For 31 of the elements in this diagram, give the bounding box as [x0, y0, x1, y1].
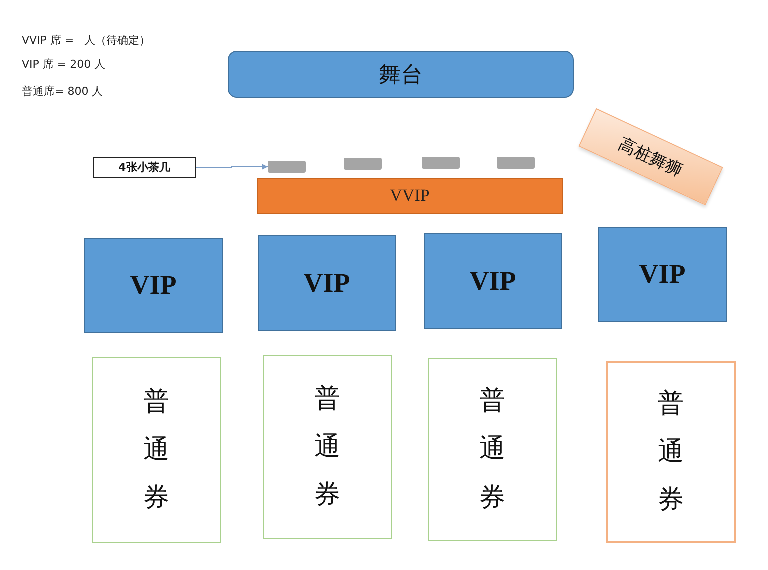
- zone-label: VVIP: [390, 186, 430, 206]
- seat-count-note: 普通席= 800 人: [22, 84, 104, 99]
- stage-label: 舞台: [379, 62, 423, 90]
- seat-label: 普通券: [658, 388, 684, 516]
- vvip-zone: [257, 178, 563, 214]
- arrow: [196, 164, 268, 170]
- seating-zone: [92, 357, 221, 543]
- coffee-table-block: [422, 157, 460, 169]
- seating-zone: [606, 361, 736, 543]
- seat-count-note: VVIP 席 = 人（待确定）: [22, 33, 151, 48]
- coffee-table-block: [497, 157, 535, 169]
- vip-zone: [598, 227, 727, 322]
- coffee-table-block: [268, 161, 306, 173]
- vip-zone: [424, 233, 562, 329]
- zone-label: VIP: [639, 259, 686, 290]
- note-text: 4张小茶几: [118, 160, 170, 175]
- note-box: [93, 157, 196, 178]
- seat-label: 普通券: [480, 385, 506, 514]
- seating-zone: [428, 358, 557, 541]
- seat-label: 普通券: [144, 386, 170, 514]
- zone-label: VIP: [130, 270, 177, 301]
- lion-dance-label: 高桩舞狮: [615, 133, 687, 182]
- seating-zone: [263, 355, 392, 539]
- coffee-table-block: [344, 158, 382, 170]
- stage-block: [228, 51, 574, 98]
- zone-label: VIP: [470, 266, 516, 296]
- vip-zone: [84, 238, 223, 333]
- zone-label: VIP: [304, 268, 350, 298]
- vip-zone: [258, 235, 396, 331]
- seat-label: 普通券: [314, 382, 340, 512]
- seat-count-note: VIP 席 = 200 人: [22, 57, 106, 72]
